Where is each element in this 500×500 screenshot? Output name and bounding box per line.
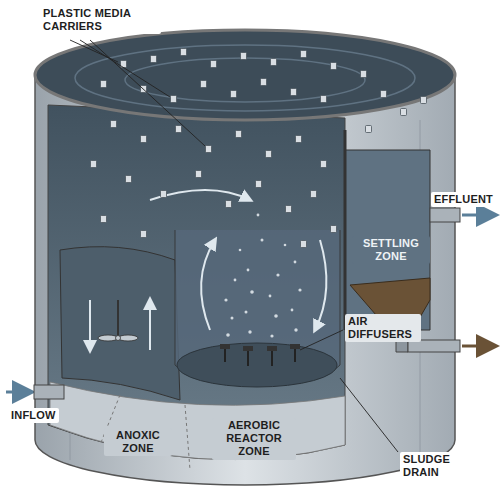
part-label: ANOXIC ZONE	[104, 428, 172, 456]
part-label: SLUDGE DRAIN	[400, 452, 472, 480]
part-label: AIR DIFFUSERS	[345, 314, 421, 342]
part-label: AEROBIC REACTOR ZONE	[212, 418, 296, 460]
part-label: EFFLUENT	[431, 192, 496, 207]
part-label: PLASTIC MEDIA CARRIERS	[40, 6, 161, 34]
part-label: SETTLING ZONE	[352, 236, 430, 264]
part-label: INFLOW	[8, 408, 59, 423]
